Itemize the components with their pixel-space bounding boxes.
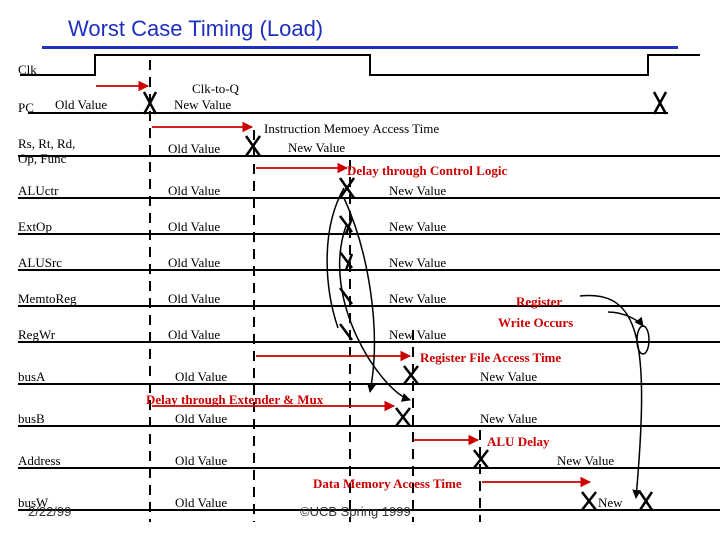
- signal-clk: Clk: [18, 62, 37, 77]
- register-write-edge: [636, 325, 650, 355]
- busw-new-value: New: [598, 495, 623, 510]
- pc-new-value: New Value: [174, 97, 232, 112]
- regwr-new-value: New Value: [389, 327, 447, 342]
- extop-new-value: New Value: [389, 219, 447, 234]
- data-memory-label: Data Memory Access Time: [313, 476, 462, 491]
- signal-rs-rt-rd: Rs, Rt, Rd,: [18, 136, 76, 151]
- aluctr-old-value: Old Value: [168, 183, 221, 198]
- signal-op-func: Op, Func: [18, 151, 67, 166]
- register-file-label: Register File Access Time: [420, 350, 562, 365]
- clk-to-q-label: Clk-to-Q: [192, 81, 239, 96]
- busa-new-value: New Value: [480, 369, 538, 384]
- signal-busb: busB: [18, 411, 45, 426]
- regwr-old-value: Old Value: [168, 327, 221, 342]
- signal-address: Address: [18, 453, 61, 468]
- alu-delay-label: ALU Delay: [487, 434, 550, 449]
- address-old-value: Old Value: [175, 453, 228, 468]
- busb-old-value: Old Value: [175, 411, 228, 426]
- aluctr-new-value: New Value: [389, 183, 447, 198]
- footer-copyright: ©UCB Spring 1999: [300, 504, 411, 519]
- rs-new-value: New Value: [288, 140, 346, 155]
- extop-old-value: Old Value: [168, 219, 221, 234]
- address-new-value: New Value: [557, 453, 615, 468]
- register-write-label-1: Register: [516, 294, 563, 309]
- control-logic-label: Delay through Control Logic: [347, 163, 508, 178]
- busb-new-value: New Value: [480, 411, 538, 426]
- alusrc-old-value: Old Value: [168, 255, 221, 270]
- delay-arrows: [96, 80, 592, 488]
- signal-regwr: RegWr: [18, 327, 56, 342]
- rs-old-value: Old Value: [168, 141, 221, 156]
- signal-alusrc: ALUSrc: [18, 255, 63, 270]
- signal-extop: ExtOp: [18, 219, 52, 234]
- memtoreg-old-value: Old Value: [168, 291, 221, 306]
- busa-old-value: Old Value: [175, 369, 228, 384]
- signal-memtoreg: MemtoReg: [18, 291, 77, 306]
- clock-waveform: [20, 54, 700, 76]
- footer-date: 2/22/99: [28, 504, 72, 519]
- signal-pc: PC: [18, 100, 34, 115]
- alusrc-new-value: New Value: [389, 255, 447, 270]
- pc-old-value: Old Value: [55, 97, 108, 112]
- extender-mux-label: Delay through Extender & Mux: [146, 392, 324, 407]
- register-write-label-2: Write Occurs: [498, 315, 574, 330]
- bus-lines: [18, 112, 720, 511]
- signal-busw: busW: [18, 495, 49, 510]
- slide-title: Worst Case Timing (Load): [68, 16, 324, 41]
- title-underline: [42, 46, 678, 49]
- busw-old-value: Old Value: [175, 495, 228, 510]
- memtoreg-new-value: New Value: [389, 291, 447, 306]
- dependency-curves: [326, 187, 644, 499]
- signal-busa: busA: [18, 369, 46, 384]
- signal-aluctr: ALUctr: [18, 183, 59, 198]
- instruction-memory-label: Instruction Memoey Access Time: [264, 121, 440, 136]
